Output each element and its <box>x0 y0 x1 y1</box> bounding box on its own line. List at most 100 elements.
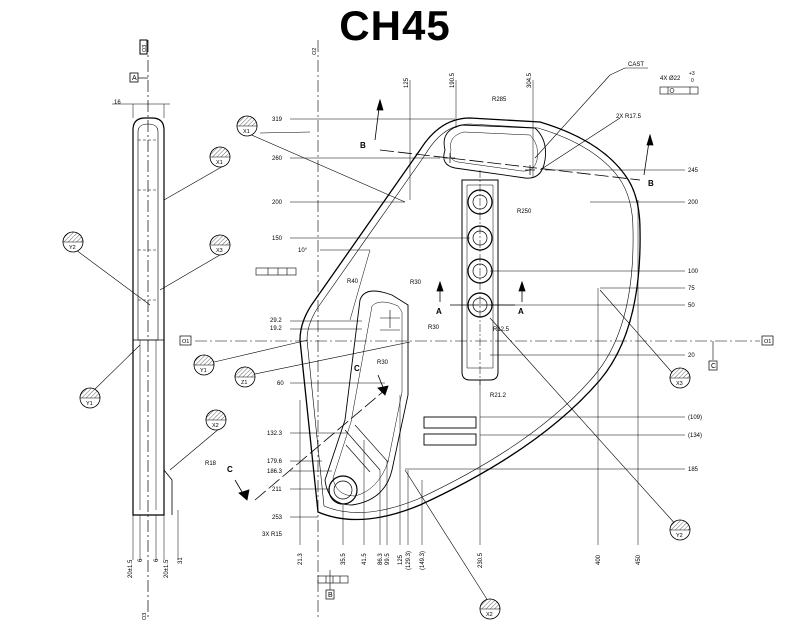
bottom-tolerance-frame <box>317 575 349 584</box>
svg-text:X2: X2 <box>486 612 493 618</box>
svg-text:20±1.5: 20±1.5 <box>164 559 170 578</box>
svg-text:230.5: 230.5 <box>478 552 484 568</box>
svg-text:253: 253 <box>272 515 283 521</box>
side-view <box>112 39 179 620</box>
balloon-x2-main: X2 <box>479 598 501 620</box>
datum-o2-top: O2 <box>312 48 318 55</box>
datum-lines <box>195 40 760 620</box>
left-dimension-labels: 319 260 200 150 29.2 19.2 60 132.3 179.6… <box>267 117 284 521</box>
svg-text:211: 211 <box>272 487 282 493</box>
svg-text:6: 6 <box>154 558 160 562</box>
section-labels: B B A A C C <box>227 141 654 474</box>
svg-text:100: 100 <box>688 269 699 275</box>
balloon-y2-side: Y2 <box>62 231 84 253</box>
balloon-leaders <box>75 67 679 605</box>
svg-text:Y2: Y2 <box>69 245 76 251</box>
svg-text:A: A <box>518 307 524 316</box>
svg-text:450: 450 <box>636 554 642 565</box>
svg-text:R30: R30 <box>428 325 440 331</box>
svg-text:125: 125 <box>404 77 410 88</box>
balloon-x1-main: X1 <box>236 115 258 137</box>
svg-text:A: A <box>436 307 442 316</box>
svg-text:Y2: Y2 <box>676 533 683 539</box>
svg-text:B: B <box>328 592 333 599</box>
svg-text:200: 200 <box>272 200 283 206</box>
svg-text:0: 0 <box>691 78 694 84</box>
svg-text:304.5: 304.5 <box>527 72 533 88</box>
balloon-x2-side: X2 <box>205 409 227 431</box>
side-r18-label: R18 <box>205 461 217 467</box>
svg-text:(149.3): (149.3) <box>420 551 426 570</box>
svg-text:A: A <box>132 75 137 82</box>
svg-text:B: B <box>648 179 654 188</box>
svg-text:R21.2: R21.2 <box>490 393 507 399</box>
svg-text:X1: X1 <box>216 160 223 166</box>
hole-tolerance-frame <box>659 86 699 95</box>
svg-text:19.2: 19.2 <box>270 326 282 332</box>
hole-callout: 4X Ø22 <box>660 76 681 82</box>
top-dimension-labels: 125 190.5 304.5 <box>404 72 533 88</box>
svg-text:Y1: Y1 <box>86 401 93 407</box>
svg-text:125: 125 <box>398 554 404 565</box>
datum-b-box: B <box>325 589 335 600</box>
svg-text:20: 20 <box>688 353 695 359</box>
svg-text:190.5: 190.5 <box>450 72 456 88</box>
dimension-leaders <box>290 80 685 545</box>
angle-label: 10° <box>298 248 308 254</box>
svg-text:+3: +3 <box>689 71 695 77</box>
callouts: CAST 4X Ø22 +3 0 2X R17.5 3X R15 <box>262 62 695 538</box>
svg-text:X3: X3 <box>676 381 683 387</box>
svg-text:41.5: 41.5 <box>362 553 368 565</box>
datum-o1-right: O1 <box>761 335 774 346</box>
svg-text:245: 245 <box>688 168 699 174</box>
callout-3x: 3X R15 <box>262 532 283 538</box>
svg-text:150: 150 <box>272 236 283 242</box>
svg-text:21.3: 21.3 <box>298 553 304 565</box>
svg-text:35.5: 35.5 <box>341 553 347 565</box>
datum-o3-bottom: O3 <box>142 613 148 620</box>
svg-text:C: C <box>354 364 360 373</box>
svg-text:R30: R30 <box>410 280 422 286</box>
side-datum-a-box: A <box>129 72 139 83</box>
svg-text:99.5: 99.5 <box>385 553 391 565</box>
svg-text:R285: R285 <box>492 97 507 103</box>
svg-text:319: 319 <box>272 117 283 123</box>
svg-text:Y1: Y1 <box>200 368 207 374</box>
svg-text:86.3: 86.3 <box>378 553 384 565</box>
svg-text:(129.3): (129.3) <box>406 551 412 570</box>
svg-text:Z1: Z1 <box>241 380 247 386</box>
svg-text:31: 31 <box>178 557 184 564</box>
svg-text:O1: O1 <box>182 339 189 345</box>
svg-text:75: 75 <box>688 286 695 292</box>
balloon-y2-main: Y2 <box>669 519 691 541</box>
side-top-dim: 16 <box>114 100 121 106</box>
svg-text:C: C <box>711 363 716 370</box>
svg-text:6: 6 <box>138 558 144 562</box>
svg-text:260: 260 <box>272 156 283 162</box>
svg-text:R12.5: R12.5 <box>493 327 510 333</box>
svg-text:(109): (109) <box>688 415 702 421</box>
balloon-y1-main: Y1 <box>193 354 215 376</box>
svg-text:R30: R30 <box>377 360 389 366</box>
note-boxes <box>423 416 477 446</box>
right-dimension-labels: 245 200 100 75 50 20 (109) (134) 185 <box>688 168 702 473</box>
center-marks <box>445 153 535 175</box>
svg-text:X2: X2 <box>212 423 219 429</box>
balloon-y1-side: Y1 <box>79 387 101 409</box>
svg-text:200: 200 <box>688 200 699 206</box>
svg-text:186.3: 186.3 <box>267 469 283 475</box>
svg-text:(134): (134) <box>688 433 702 439</box>
svg-text:C: C <box>227 465 233 474</box>
svg-text:179.6: 179.6 <box>267 459 283 465</box>
left-tolerance-frame <box>255 267 297 276</box>
section-arrows <box>234 98 654 501</box>
svg-text:20±1.5: 20±1.5 <box>128 559 134 578</box>
svg-text:X3: X3 <box>216 248 223 254</box>
bore-holes <box>328 189 493 505</box>
datum-c-box: C <box>708 360 718 371</box>
svg-text:B: B <box>360 141 366 150</box>
svg-text:X1: X1 <box>243 129 250 135</box>
svg-text:O1: O1 <box>764 339 771 345</box>
cast-note: CAST <box>628 62 644 68</box>
svg-text:60: 60 <box>277 381 284 387</box>
